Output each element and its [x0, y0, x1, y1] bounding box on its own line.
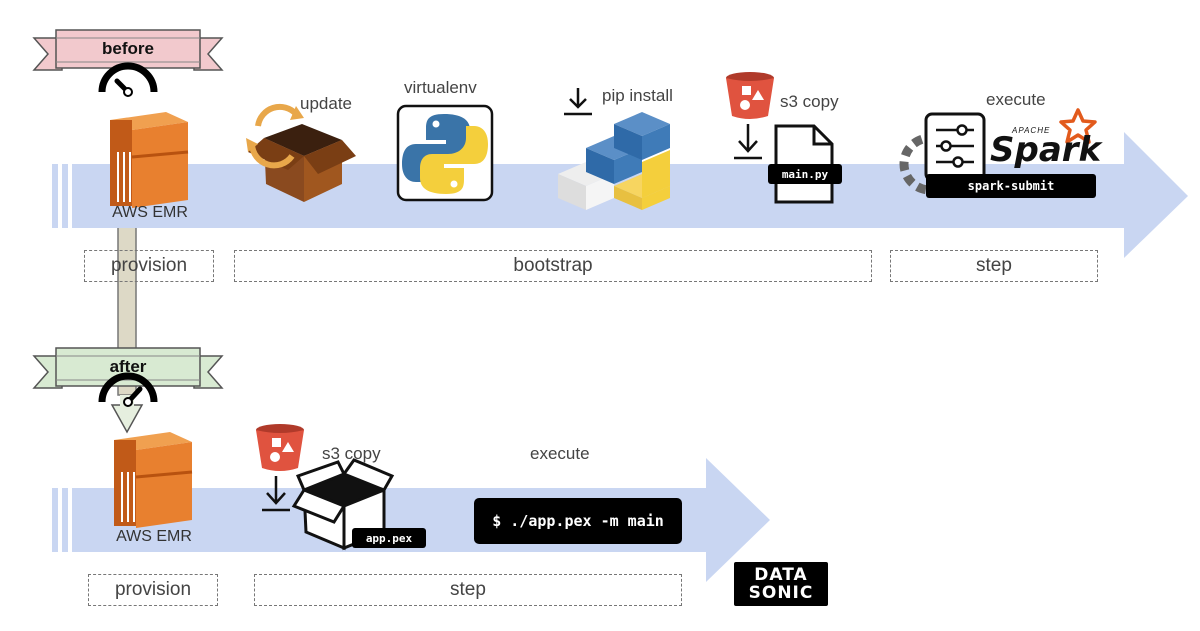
phase-bootstrap: bootstrap	[234, 250, 872, 282]
s3-copy-label: s3 copy	[780, 92, 839, 111]
before-banner	[32, 29, 224, 71]
after-banner-label: after	[109, 357, 147, 376]
spark-apache-label: APACHE	[1012, 126, 1051, 135]
logo-line-1: DATA	[754, 565, 808, 585]
after-banner	[32, 347, 224, 389]
s3-copy-label: s3 copy	[322, 444, 381, 463]
phase-step: step	[254, 574, 682, 606]
datasonic-logo: DATA SONIC	[734, 562, 828, 606]
virtualenv-label: virtualenv	[404, 78, 477, 97]
pip-install-label: pip install	[602, 86, 673, 105]
spark-star-icon	[1059, 108, 1097, 144]
download-arrow-icon	[734, 124, 762, 160]
phase-provision: provision	[84, 250, 214, 282]
fast-speedometer-icon	[98, 372, 158, 407]
phase-step: step	[890, 250, 1098, 282]
aws-emr-label: AWS EMR	[112, 204, 188, 221]
file-name-tag: app.pex	[352, 528, 426, 548]
phase-provision: provision	[88, 574, 218, 606]
aws-emr-icon	[114, 432, 193, 528]
before-banner-label: before	[102, 39, 154, 58]
package-update-icon	[246, 103, 356, 202]
logo-line-2: SONIC	[748, 583, 814, 603]
run-command: $ ./app.pex -m main	[474, 498, 682, 544]
update-label: update	[300, 94, 352, 113]
aws-emr-icon	[110, 112, 189, 208]
file-name-tag: main.py	[768, 164, 842, 184]
spark-logo-text: Spark	[990, 130, 1102, 170]
aws-emr-label: AWS EMR	[116, 528, 192, 545]
spark-settings-icon	[899, 112, 986, 195]
python-virtualenv-icon	[396, 104, 494, 202]
s3-bucket-icon	[256, 424, 304, 471]
download-arrow-icon	[262, 476, 290, 512]
pip-install-icon	[558, 88, 670, 210]
s3-bucket-icon	[726, 72, 774, 119]
spark-submit-command: spark-submit	[926, 174, 1096, 198]
connector-arrowhead	[110, 404, 144, 434]
execute-label: execute	[530, 444, 590, 463]
execute-label: execute	[986, 90, 1046, 109]
slow-speedometer-icon	[98, 62, 158, 97]
